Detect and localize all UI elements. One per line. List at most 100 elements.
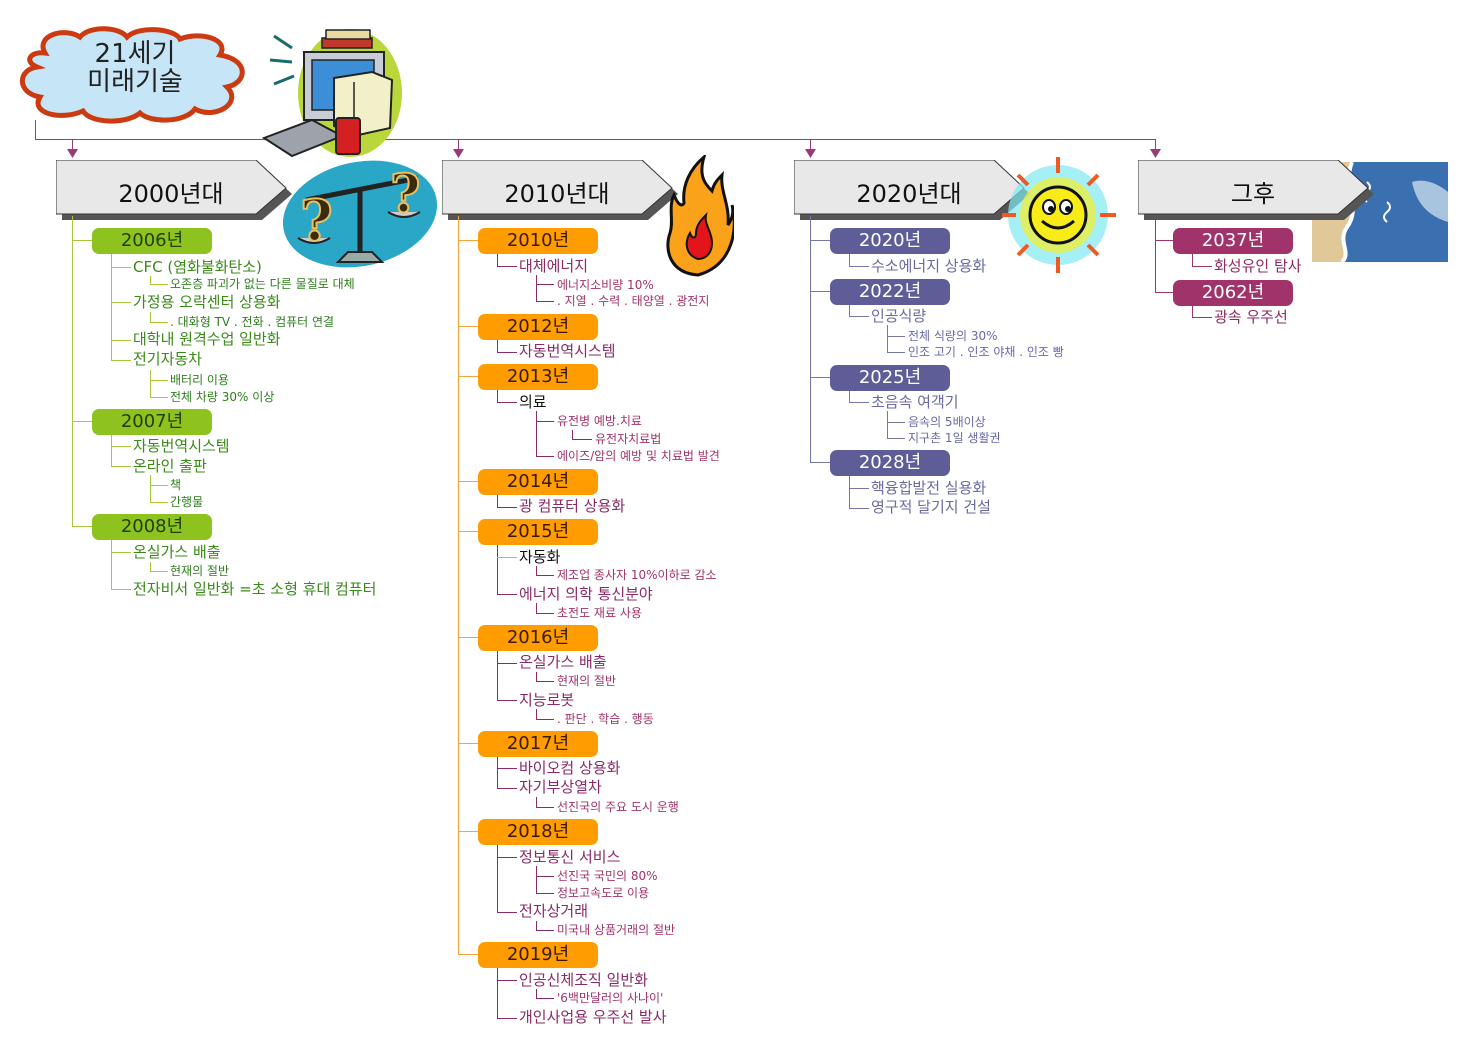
year-badge: 2006년 (92, 228, 212, 254)
tree-line (150, 502, 168, 503)
tech-detail: 유전병 예방.치료 (557, 414, 642, 428)
tree-line (1192, 266, 1212, 267)
tree-line (572, 430, 573, 439)
decade-label: 그후 (1230, 180, 1276, 208)
tech-detail: 제조업 종사자 10%이하로 감소 (557, 568, 717, 582)
tech-detail: 책 (170, 478, 182, 492)
tree-line (536, 421, 554, 422)
tech-detail: 유전자치료법 (595, 432, 662, 446)
tech-detail: 전체 식량의 30% (908, 329, 998, 343)
tech-detail: 에이즈/암의 예방 및 치료법 발견 (557, 449, 720, 463)
decade-label: 2020년대 (856, 180, 962, 208)
tree-line (536, 709, 537, 719)
tech-item: 자동번역시스템 (519, 342, 616, 360)
tech-detail: 정보고속도로 이용 (557, 886, 650, 900)
tree-line (497, 340, 498, 352)
svg-text:?: ? (390, 164, 420, 225)
decade-header-2000s: 2000년대 (56, 160, 296, 220)
tree-line (458, 240, 478, 241)
tree-line (536, 681, 554, 682)
tree-line (458, 481, 478, 482)
tree-line (497, 788, 517, 789)
tech-detail: 음속의 5배이상 (908, 415, 986, 429)
connector-line (1155, 139, 1156, 151)
tree-line (497, 968, 498, 1018)
computer-books-icon (262, 29, 402, 158)
tree-line (497, 402, 517, 403)
decade-label: 2000년대 (118, 180, 224, 208)
tree-line (458, 743, 478, 744)
connector-line (72, 139, 73, 151)
tree-line (849, 266, 869, 267)
year-badge: 2022년 (830, 279, 950, 305)
title-cloud: 21세기 미래기술 (15, 25, 255, 125)
tree-line (497, 254, 498, 266)
tree-line (72, 240, 92, 241)
tree-line (111, 360, 131, 361)
tree-line (887, 411, 888, 438)
tree-line (458, 831, 478, 832)
year-badge: 2014년 (478, 469, 598, 495)
tree-line (111, 254, 112, 360)
tech-detail: 선진국의 주요 도시 운행 (557, 800, 679, 814)
tech-item: 초음속 여객기 (871, 393, 959, 411)
tech-detail: 간행물 (170, 495, 204, 509)
fire-icon (666, 155, 734, 277)
tree-line (497, 980, 517, 981)
tree-line (887, 336, 905, 337)
tree-line (536, 930, 554, 931)
tech-item: 대체에너지 (519, 257, 589, 275)
tech-detail: '6백만달러의 사나이' (557, 991, 664, 1005)
tree-line (536, 613, 554, 614)
connector-line (458, 139, 459, 151)
tree-line (497, 594, 517, 595)
tree-line (111, 466, 131, 467)
tech-item: 바이오컴 상용화 (519, 759, 621, 777)
tech-item: 인공식량 (871, 307, 927, 325)
tree-line (497, 768, 517, 769)
tree-line (497, 390, 498, 402)
tech-detail: 지구촌 1일 생활권 (908, 431, 1001, 445)
tech-item: 영구적 달기지 건설 (871, 498, 991, 516)
cloud-shape (19, 26, 245, 124)
tree-line (849, 391, 850, 402)
year-badge: 2007년 (92, 409, 212, 435)
year-badge: 2062년 (1173, 280, 1293, 306)
tree-line (497, 1018, 517, 1019)
tree-line (810, 377, 830, 378)
tree-line (72, 216, 73, 527)
tree-line (150, 571, 168, 572)
tech-item: 지능로봇 (519, 691, 575, 709)
tree-line (111, 340, 131, 341)
tree-line (1192, 317, 1212, 318)
tech-detail: 미국내 상품거래의 절반 (557, 923, 676, 937)
tech-detail: 인조 고기 . 인조 야채 . 인조 빵 (908, 345, 1064, 359)
tree-line (536, 989, 537, 998)
decade-label: 2010년대 (504, 180, 610, 208)
tree-line (497, 845, 498, 912)
tree-line (849, 254, 850, 266)
tech-item: 온실가스 배출 (519, 653, 607, 671)
title-line-2: 미래기술 (87, 67, 183, 97)
arrow-down-icon (1150, 149, 1161, 158)
year-badge: 2008년 (92, 514, 212, 540)
year-badge: 2019년 (478, 942, 598, 968)
tree-line (111, 446, 131, 447)
tree-line (150, 284, 168, 285)
tree-line (497, 651, 498, 700)
tree-line (810, 216, 811, 463)
tree-line (111, 267, 131, 268)
tree-line (849, 508, 869, 509)
tree-line (150, 370, 151, 397)
tree-line (887, 325, 888, 352)
tech-item: 자동번역시스템 (133, 437, 230, 455)
tree-line (497, 495, 498, 507)
title-line-1: 21세기 (94, 39, 176, 69)
tree-line (536, 797, 537, 807)
tree-line (849, 316, 869, 317)
decade-header-2020s: 2020년대 (794, 160, 1034, 220)
tech-detail: 선진국 국민의 80% (557, 869, 658, 883)
tech-item: CFC (염화불화탄소) (133, 258, 262, 276)
tree-line (111, 540, 112, 589)
tech-detail: 배터리 이용 (170, 373, 230, 387)
